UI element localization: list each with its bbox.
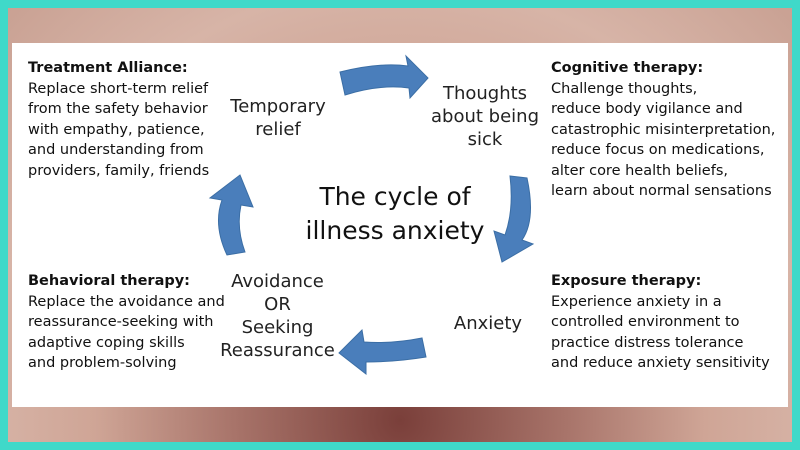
behavioral-therapy-title: Behavioral therapy: [28,273,190,289]
treatment-alliance-text: Replace short-term relief from the safet… [28,80,210,179]
arrow-top [339,54,429,100]
exposure-therapy-box: Exposure therapy: Experience anxiety in … [551,271,770,374]
arrow-bottom [338,328,427,376]
exposure-therapy-text: Experience anxiety in a controlled envir… [551,293,770,372]
cognitive-therapy-text: Challenge thoughts, reduce body vigilanc… [551,80,776,200]
arrow-right [493,175,535,263]
node-avoidance: Avoidance OR Seeking Reassurance [220,271,335,361]
treatment-alliance-box: Treatment Alliance: Replace short-term r… [28,58,209,181]
node-anxiety: Anxiety [453,313,523,334]
cognitive-therapy-box: Cognitive therapy: Challenge thoughts, r… [551,58,775,202]
node-temporary-relief: Temporary relief [230,96,326,140]
arrow-left [208,174,254,256]
exposure-therapy-title: Exposure therapy: [551,273,702,289]
behavioral-therapy-box: Behavioral therapy: Replace the avoidanc… [28,271,225,374]
cognitive-therapy-title: Cognitive therapy: [551,60,704,76]
behavioral-therapy-text: Replace the avoidance and reassurance-se… [28,293,225,372]
node-thoughts: Thoughts about being sick [431,83,539,150]
treatment-alliance-title: Treatment Alliance: [28,60,188,76]
center-title: The cycle of illness anxiety [305,182,485,245]
